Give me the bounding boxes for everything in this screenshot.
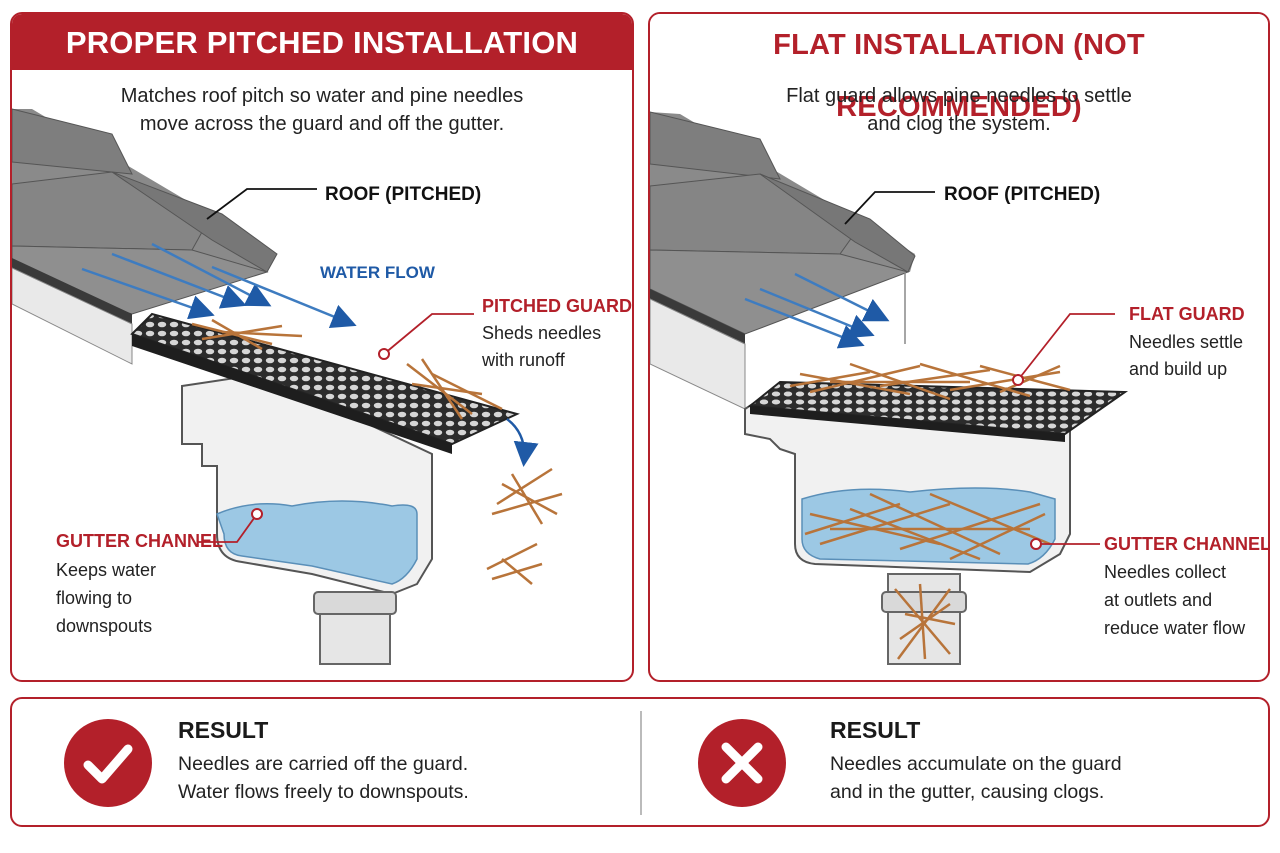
flat-guard-desc-line1: Needles settle <box>1129 332 1243 352</box>
channel-callout-dot <box>251 508 263 520</box>
downspout <box>313 591 397 665</box>
pitched-gutter-diagram: ROOF (PITCHED) WATER FLOW PITCHED GUARD … <box>12 108 632 665</box>
result-divider <box>640 711 642 815</box>
gutter-channel-desc-line3: reduce water flow <box>1104 618 1246 638</box>
water-flow-label: WATER FLOW <box>320 263 436 282</box>
gutter-channel-desc-line1: Needles collect <box>1104 562 1226 582</box>
pitched-subtitle-line1: Matches roof pitch so water and pine nee… <box>120 85 524 107</box>
gutter-channel-desc-line2: at outlets and <box>1104 590 1212 610</box>
x-mark-icon <box>698 719 786 807</box>
needles-in-gutter <box>804 492 1051 561</box>
roof-shingles <box>650 111 916 344</box>
roof-label: ROOF (PITCHED) <box>325 184 481 205</box>
flat-subtitle-line1: Flat guard allows pine needles to settle <box>786 85 1132 107</box>
guard-leader <box>1017 313 1115 381</box>
pitched-subtitle-line2: move across the guard and off the gutter… <box>139 113 505 135</box>
guard-callout-dot <box>1012 374 1024 386</box>
roof-leader <box>844 191 935 225</box>
pitched-panel-title: PROPER PITCHED INSTALLATION <box>12 14 632 70</box>
pitched-guard <box>130 312 520 454</box>
gutter-channel-label: GUTTER CHANNEL <box>56 531 223 551</box>
runoff-arrow <box>506 418 539 467</box>
checkmark-icon <box>64 719 152 807</box>
guard-callout-dot <box>378 348 390 360</box>
fascia-board <box>12 267 133 365</box>
guard-leader <box>383 313 474 355</box>
water-flow-arrows <box>81 242 357 329</box>
flat-guard <box>747 380 1129 442</box>
gutter-channel-desc-line3: downspouts <box>56 616 152 636</box>
channel-callout-dot <box>1030 538 1042 550</box>
gutter-water <box>801 487 1056 565</box>
pitched-guard-label: PITCHED GUARD <box>482 296 632 316</box>
pitched-installation-panel: PROPER PITCHED INSTALLATION Matches roof… <box>10 12 634 682</box>
pitched-guard-desc-line2: with runoff <box>481 350 566 370</box>
water-flow-arrows <box>744 272 890 349</box>
roof-shingles <box>12 108 278 324</box>
gutter-channel-label: GUTTER CHANNEL <box>1104 534 1270 554</box>
needles-on-guard <box>191 318 503 420</box>
gutter-water <box>216 500 418 585</box>
gutter-body <box>181 372 433 596</box>
bad-result-line1: Needles accumulate on the guard <box>830 753 1122 775</box>
flat-gutter-diagram: ROOF (PITCHED) FLAT GUARD Needles settle… <box>650 111 1270 665</box>
flat-guard-label: FLAT GUARD <box>1129 304 1245 324</box>
roof-label: ROOF (PITCHED) <box>944 184 1100 205</box>
pitched-guard-desc-line1: Sheds needles <box>482 323 601 343</box>
roof-leader <box>206 188 317 220</box>
bad-result-line2: and in the gutter, causing clogs. <box>830 781 1105 803</box>
falling-needles <box>486 467 563 585</box>
gutter-channel-desc-line2: flowing to <box>56 588 132 608</box>
good-result-line2: Water flows freely to downspouts. <box>178 781 469 803</box>
flat-guard-desc-line2: and build up <box>1129 359 1227 379</box>
bad-result-title: RESULT <box>830 717 921 743</box>
good-result-line1: Needles are carried off the guard. <box>178 753 469 775</box>
flat-subtitle-line2: and clog the system. <box>867 113 1051 135</box>
good-result-title: RESULT <box>178 717 269 743</box>
flat-panel-title: FLAT INSTALLATION (NOT RECOMMENDED) <box>650 14 1268 123</box>
flat-installation-panel: FLAT INSTALLATION (NOT RECOMMENDED) Flat… <box>648 12 1270 682</box>
gutter-channel-desc-line1: Keeps water <box>56 560 156 580</box>
needles-on-guard <box>789 362 1071 401</box>
result-summary-box: RESULT Needles are carried off the guard… <box>10 697 1270 827</box>
channel-leader <box>197 513 258 543</box>
needles-in-downspout <box>894 583 956 660</box>
